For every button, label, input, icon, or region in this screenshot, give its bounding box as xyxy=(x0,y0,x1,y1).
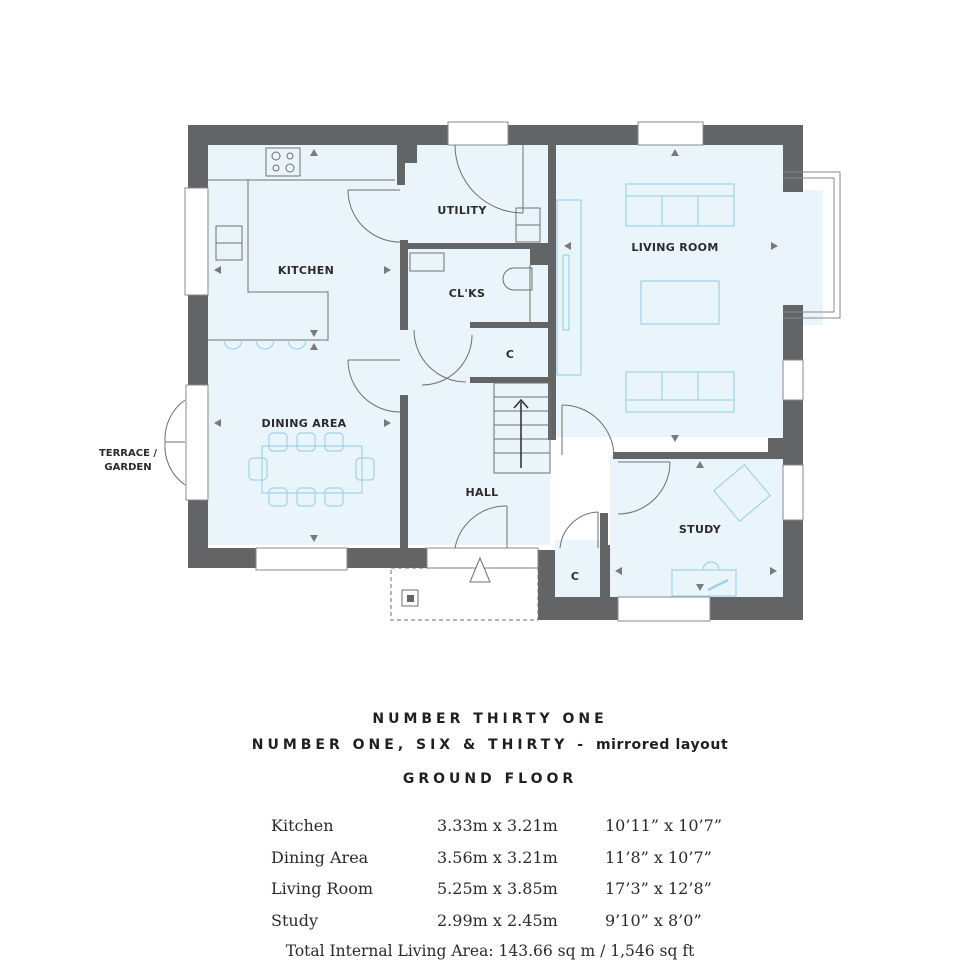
dimension-metric: 3.33m x 3.21m xyxy=(437,816,558,836)
dimension-metric: 2.99m x 2.45m xyxy=(437,910,558,930)
plot-title: NUMBER THIRTY ONE xyxy=(372,711,608,727)
dimension-row: Study 2.99m x 2.45m 9’10” x 8’0” xyxy=(271,905,731,937)
floor-title: GROUND FLOOR xyxy=(402,771,578,787)
room-label-living-room: LIVING ROOM xyxy=(631,241,718,254)
room-labels: KITCHEN UTILITY LIVING ROOM CL'KS C DINI… xyxy=(99,204,722,583)
dimension-room: Dining Area xyxy=(271,847,369,867)
kitchen-fittings xyxy=(208,147,551,474)
dimension-imperial: 11’8” x 10’7” xyxy=(605,847,712,867)
dimension-metric: 3.56m x 3.21m xyxy=(437,847,558,867)
room-label-kitchen: KITCHEN xyxy=(278,264,334,277)
room-label-cupboard: C xyxy=(506,348,514,361)
dimensions-table: Kitchen 3.33m x 3.21m 10’11” x 10’7” Din… xyxy=(271,810,731,936)
dimension-imperial: 17’3” x 12’8” xyxy=(605,879,712,899)
dimension-row: Living Room 5.25m x 3.85m 17’3” x 12’8” xyxy=(271,873,731,905)
doorbell-icon xyxy=(407,595,414,602)
total-living-area: Total Internal Living Area: 143.66 sq m … xyxy=(285,942,695,960)
dimension-row: Kitchen 3.33m x 3.21m 10’11” x 10’7” xyxy=(271,810,731,842)
plot-subtitle: NUMBER ONE, SIX & THIRTY - mirrored layo… xyxy=(0,732,980,758)
doors xyxy=(164,144,671,621)
dimension-room: Study xyxy=(271,910,318,930)
furniture xyxy=(223,183,772,597)
subtitle-mirrored-note: mirrored layout xyxy=(595,737,729,753)
room-label-study: STUDY xyxy=(679,523,722,536)
floor-areas xyxy=(208,145,823,597)
subtitle-dash: - xyxy=(568,737,596,753)
garden-label: GARDEN xyxy=(104,462,151,473)
room-label-cloakroom: CL'KS xyxy=(449,287,485,300)
room-label-dining-area: DINING AREA xyxy=(262,417,347,430)
plan-headings: NUMBER THIRTY ONE NUMBER ONE, SIX & THIR… xyxy=(0,706,980,792)
room-label-hall: HALL xyxy=(466,486,499,499)
dimension-room: Living Room xyxy=(271,879,374,899)
windows xyxy=(184,121,841,622)
entrance-arrow-icon xyxy=(469,556,491,583)
dimension-imperial: 9’10” x 8’0” xyxy=(605,910,702,930)
dimension-metric: 5.25m x 3.85m xyxy=(437,879,558,899)
dimension-row: Dining Area 3.56m x 3.21m 11’8” x 10’7” xyxy=(271,842,731,874)
room-label-utility: UTILITY xyxy=(437,204,487,217)
subtitle-plots: NUMBER ONE, SIX & THIRTY xyxy=(251,737,569,753)
room-label-cupboard-2: C xyxy=(571,570,579,583)
stair-arrow-icon xyxy=(513,398,529,468)
dimension-room: Kitchen xyxy=(271,816,334,836)
floor-plan: KITCHEN UTILITY LIVING ROOM CL'KS C DINI… xyxy=(99,121,841,622)
walls xyxy=(188,125,803,620)
terrace-label: TERRACE / xyxy=(99,448,157,459)
dimension-markers xyxy=(214,149,778,591)
dimension-imperial: 10’11” x 10’7” xyxy=(605,816,722,836)
